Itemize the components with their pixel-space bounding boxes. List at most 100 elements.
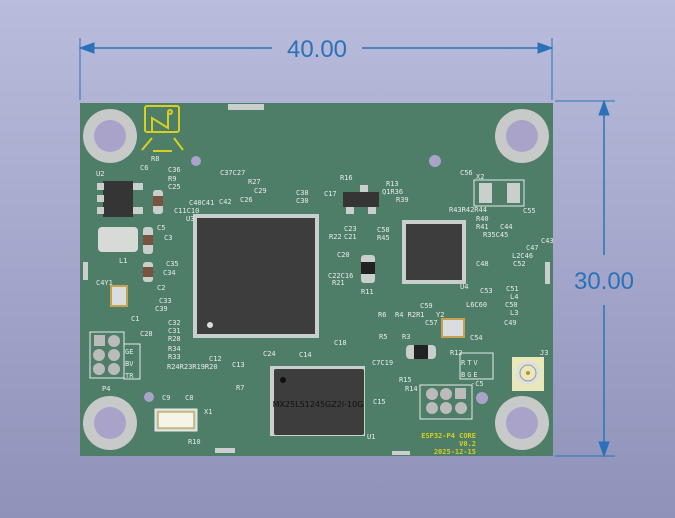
board-title: ESP32-P4 CORE bbox=[421, 432, 476, 440]
designator-label: R22 bbox=[329, 233, 342, 241]
designator-label: C47 bbox=[526, 244, 539, 252]
designator-label: C48 bbox=[476, 260, 489, 268]
designator-label: C4Y1 bbox=[96, 279, 113, 287]
designator-label: C20 bbox=[337, 251, 350, 259]
designator-label: L1 bbox=[119, 257, 127, 265]
designator-label: R15 bbox=[399, 376, 412, 384]
designator-label: L6C60 bbox=[466, 301, 487, 309]
designator-label: C53 bbox=[480, 287, 493, 295]
designator-label: R16 bbox=[340, 174, 353, 182]
designator-label: R21 bbox=[332, 279, 345, 287]
designator-label: C2 bbox=[157, 284, 165, 292]
designator-label: C56 bbox=[460, 169, 473, 177]
designator-label: C26 bbox=[240, 196, 253, 204]
designator-label: Q1R36 bbox=[382, 188, 403, 196]
designator-label: R39 bbox=[396, 196, 409, 204]
designator-label: R24R23R19R20 bbox=[167, 363, 218, 371]
designator-label: C52 bbox=[513, 260, 526, 268]
designator-label: R33 bbox=[168, 353, 181, 361]
designator-label: C34 bbox=[163, 269, 176, 277]
u4-chip bbox=[402, 220, 466, 284]
designator-label: R4 R2R1 bbox=[395, 311, 425, 319]
designator-label: C57 bbox=[425, 319, 438, 327]
p4-pin-label: TR bbox=[125, 372, 134, 380]
edge-pad bbox=[392, 451, 410, 455]
designator-label: C7C19 bbox=[372, 359, 393, 367]
designator-label: R5 bbox=[379, 333, 387, 341]
arrow-up-icon bbox=[598, 99, 610, 116]
designator-label: R35C45 bbox=[483, 231, 508, 239]
designator-label: C39 bbox=[155, 305, 168, 313]
designator-label: C18 bbox=[334, 339, 347, 347]
designator-label: R3 bbox=[402, 333, 410, 341]
designator-label: C22C16 bbox=[328, 272, 353, 280]
designator-label: -C5 bbox=[471, 380, 484, 388]
u3-esp32-p4 bbox=[193, 214, 319, 338]
designator-label: R8 bbox=[151, 155, 159, 163]
arrow-right-icon bbox=[537, 42, 554, 54]
edge-pad bbox=[215, 448, 235, 453]
designator-label: C50 bbox=[505, 301, 518, 309]
designator-label: C1 bbox=[131, 315, 139, 323]
designator-label: C32 bbox=[168, 319, 181, 327]
designator-label: Y2 bbox=[436, 311, 444, 319]
r12-component bbox=[406, 345, 436, 359]
designator-label: C40C41 bbox=[189, 199, 214, 207]
designator-label: C38 bbox=[296, 189, 309, 197]
designator-label: C9 bbox=[162, 394, 170, 402]
designator-label: R10 bbox=[188, 438, 201, 446]
p4-pin-label: BV bbox=[125, 360, 134, 368]
q1-transistor bbox=[343, 185, 379, 214]
designator-label: C58 bbox=[377, 226, 390, 234]
designator-label: C42 bbox=[219, 198, 232, 206]
designator-label: R12 bbox=[450, 349, 463, 357]
designator-label: L4 bbox=[510, 293, 518, 301]
designator-label: C37C27 bbox=[220, 169, 245, 177]
flash-marking: MX25L51245GZ2I-10G bbox=[273, 400, 364, 409]
mounting-holes bbox=[83, 109, 549, 450]
designator-label: J3 bbox=[540, 349, 548, 357]
arrow-down-icon bbox=[598, 441, 610, 458]
c5-pin-label: BGE bbox=[461, 371, 480, 379]
designator-label: C25 bbox=[168, 183, 181, 191]
designator-label: C59 bbox=[420, 302, 433, 310]
designator-label: C29 bbox=[254, 187, 267, 195]
designator-label: R41 bbox=[476, 223, 489, 231]
designator-label: C44 bbox=[500, 223, 513, 231]
edge-pad bbox=[228, 104, 264, 110]
designator-label: R45 bbox=[377, 234, 390, 242]
l1-inductor bbox=[98, 227, 138, 252]
designator-label: C13 bbox=[232, 361, 245, 369]
designator-label: U3 bbox=[186, 215, 194, 223]
designator-label: C51 bbox=[506, 285, 519, 293]
designator-label: C21 bbox=[344, 233, 357, 241]
j3-antenna-connector bbox=[512, 357, 544, 391]
y1-crystal bbox=[110, 285, 128, 307]
x1-crystal bbox=[154, 408, 198, 432]
u1-flash-chip: MX25L51245GZ2I-10G bbox=[270, 366, 365, 436]
designator-label: C14 bbox=[299, 351, 312, 359]
designator-label: C5 bbox=[157, 224, 165, 232]
designator-label: C23 bbox=[344, 225, 357, 233]
designator-label: U2 bbox=[96, 170, 104, 178]
designator-label: R6 bbox=[378, 311, 386, 319]
designator-label: C55 bbox=[523, 207, 536, 215]
designator-label: L3 bbox=[510, 309, 518, 317]
p4-pin-label: GE bbox=[125, 348, 133, 356]
designator-label: R11 bbox=[361, 288, 374, 296]
x2-crystal bbox=[473, 179, 525, 207]
designator-label: C3 bbox=[164, 234, 172, 242]
designator-label: C54 bbox=[470, 334, 483, 342]
designator-label: R7 bbox=[236, 384, 244, 392]
designator-label: C31 bbox=[168, 327, 181, 335]
designator-label: C17 bbox=[324, 190, 337, 198]
designator-label: R13 bbox=[386, 180, 399, 188]
capacitors bbox=[143, 190, 163, 282]
designator-label: U1 bbox=[367, 433, 375, 441]
designator-label: U4 bbox=[460, 283, 468, 291]
designator-label: X1 bbox=[204, 408, 212, 416]
height-dimension bbox=[555, 99, 615, 458]
designator-label: C15 bbox=[373, 398, 386, 406]
designator-label: C30 bbox=[296, 197, 309, 205]
